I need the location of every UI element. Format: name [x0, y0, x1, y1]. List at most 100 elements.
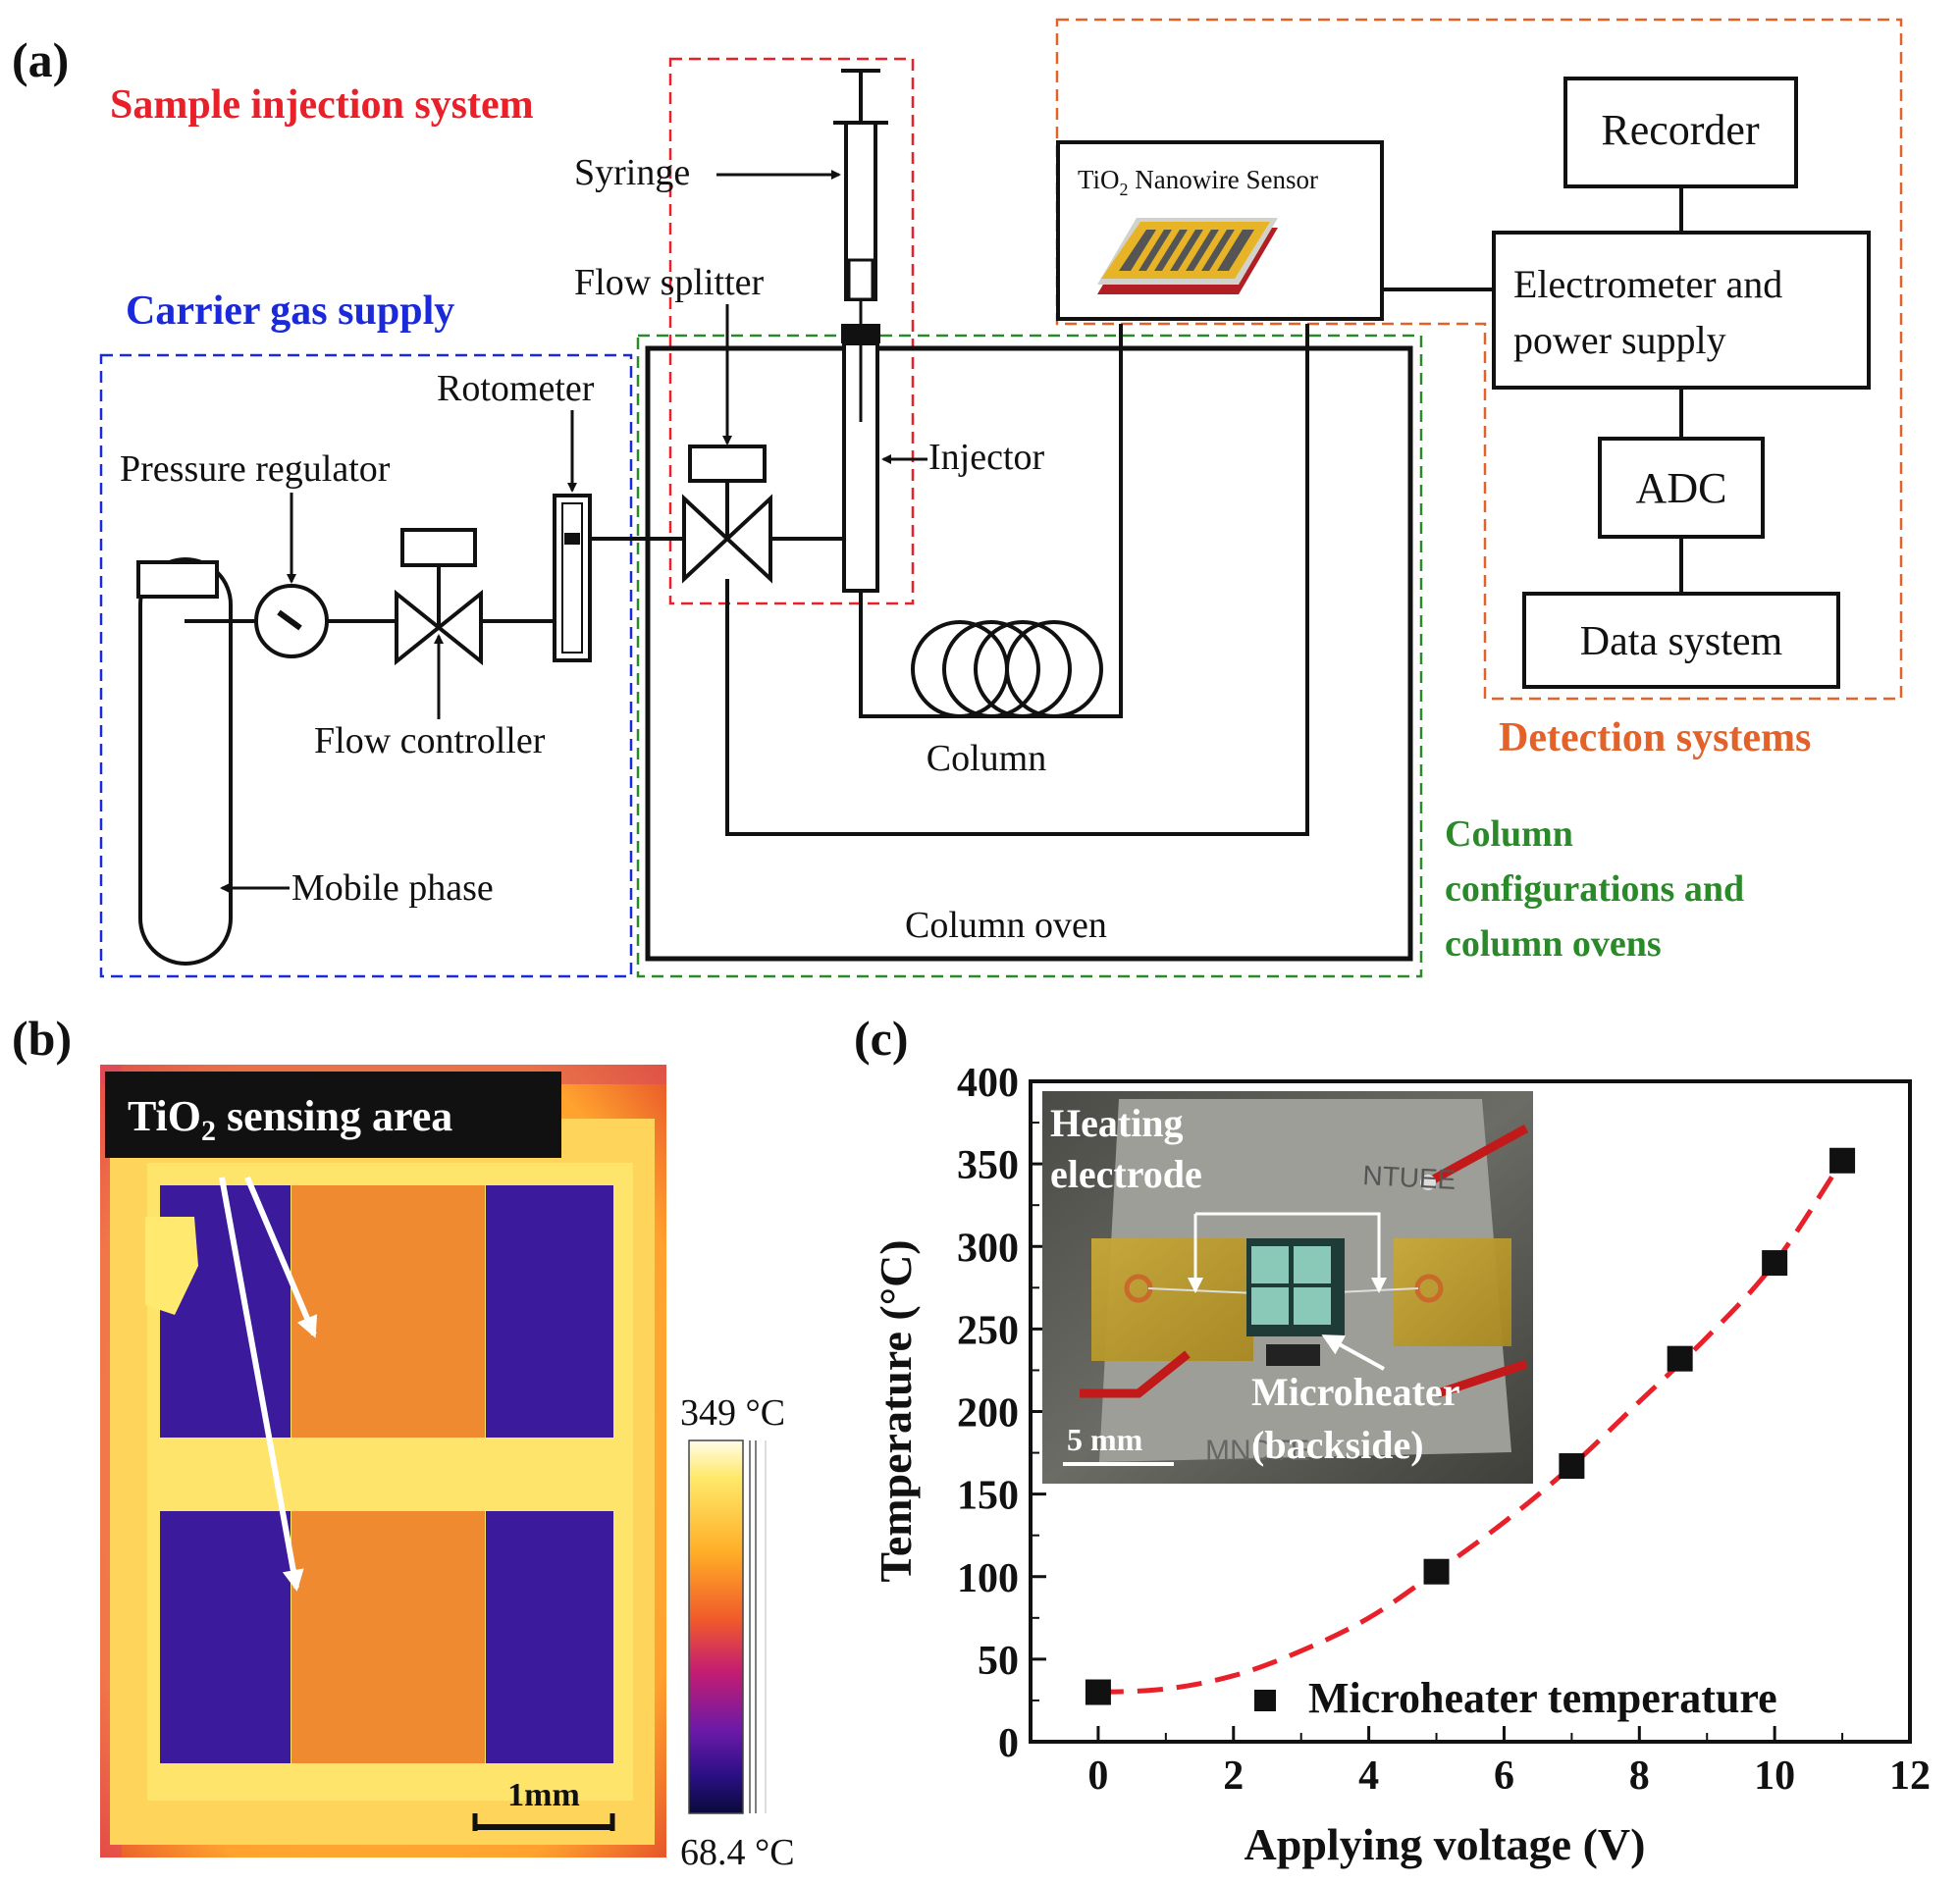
panel-b-label: (b) — [12, 1011, 72, 1066]
inset-micro-label-2: (backside) — [1251, 1423, 1424, 1467]
inset-chip-text: NTUEE — [1362, 1160, 1457, 1195]
y-tick-label: 250 — [957, 1308, 1019, 1353]
legend-label: Microheater temperature — [1308, 1674, 1777, 1722]
heating-electrode-bracket — [1193, 1212, 1381, 1287]
inset-photo: NTUEE MNDTE Heating electrode Microheate… — [1042, 1091, 1533, 1484]
electrometer-box — [1492, 231, 1871, 390]
sensing-arrow-1 — [244, 1176, 318, 1338]
gas-cylinder-icon — [136, 557, 233, 966]
svg-text:MNDTE: MNDTE — [1205, 1435, 1310, 1467]
microheater-arrow — [1321, 1334, 1385, 1371]
y-tick-label: 100 — [957, 1556, 1019, 1601]
scalebar-1mm — [472, 1813, 615, 1831]
pipes — [185, 186, 1683, 836]
data-point — [1667, 1345, 1693, 1372]
fit-curve — [1097, 1159, 1845, 1696]
y-tick-label: 200 — [957, 1391, 1019, 1437]
y-tick-label: 50 — [978, 1639, 1019, 1684]
x-axis-label: Applying voltage (V) — [1245, 1819, 1646, 1869]
column-label: Column — [927, 738, 1046, 779]
data-system-box — [1522, 592, 1840, 689]
mobile-phase-label: Mobile phase — [291, 867, 494, 909]
inset-heating-label-2: electrode — [1050, 1152, 1202, 1196]
legend-marker — [1254, 1690, 1276, 1711]
region-column-box — [636, 334, 1423, 978]
sensing-label-box — [105, 1072, 561, 1158]
inset-micro-label-1: Microheater — [1251, 1370, 1459, 1414]
column-title-1: Column — [1445, 813, 1573, 855]
panel-a: (a) Sample injection system Carrier gas … — [12, 18, 1903, 978]
nanowire-chip-icon — [1097, 218, 1278, 294]
flow-controller-label: Flow controller — [314, 720, 546, 761]
electrode-bottom-right — [486, 1511, 613, 1763]
recorder-box — [1563, 77, 1798, 188]
colorbar — [688, 1439, 744, 1814]
data-point — [1762, 1250, 1788, 1277]
region-detection-box — [1055, 18, 1903, 701]
y-tick-label: 400 — [957, 1061, 1019, 1106]
region-injection-box — [668, 57, 915, 605]
electrometer-label-2: power supply — [1513, 318, 1726, 362]
x-tick-label: 8 — [1629, 1753, 1650, 1799]
adc-box — [1598, 437, 1765, 539]
syringe-icon — [833, 69, 888, 324]
sensing-area-bottom — [291, 1511, 485, 1763]
panel-c: (c) 0 50 100 150 200 250 300 350 400 0 2 4 6 8 10 12 A… — [854, 1011, 1931, 1869]
data-system-label: Data system — [1580, 619, 1783, 664]
rotometer-label: Rotometer — [437, 368, 595, 409]
recorder-label: Recorder — [1601, 106, 1760, 154]
injector-icon — [841, 324, 880, 593]
y-tick-label: 150 — [957, 1474, 1019, 1519]
electrode-top-right — [486, 1185, 613, 1438]
carrier-title: Carrier gas supply — [126, 288, 454, 334]
data-points — [1085, 1147, 1856, 1705]
rotometer-icon — [553, 494, 592, 662]
y-axis: 0 50 100 150 200 250 300 350 400 — [957, 1061, 1046, 1766]
temperature-chart: 0 50 100 150 200 250 300 350 400 0 2 4 6 8 10 12 Apply… — [871, 1061, 1931, 1869]
flow-splitter-label: Flow splitter — [574, 262, 765, 303]
adc-label: ADC — [1636, 464, 1727, 512]
column-oven-label: Column oven — [905, 905, 1107, 946]
pressure-regulator-icon — [254, 584, 329, 658]
column-title-3: column ovens — [1445, 923, 1662, 965]
panel-b: (b) TiO2 sensing area 1mm — [12, 1011, 795, 1873]
data-point — [1085, 1679, 1111, 1705]
y-tick-label: 300 — [957, 1226, 1019, 1271]
column-title-2: configurations and — [1445, 868, 1744, 910]
sensing-label: TiO2 sensing area — [128, 1092, 452, 1147]
detection-title: Detection systems — [1499, 715, 1811, 760]
y-axis-label: Temperature (°C) — [871, 1239, 921, 1582]
electrometer-label-1: Electrometer and — [1513, 262, 1782, 306]
x-tick-label: 4 — [1358, 1753, 1379, 1799]
x-tick-label: 0 — [1087, 1753, 1108, 1799]
sensing-arrow-2 — [219, 1177, 304, 1592]
thermal-image — [100, 1065, 666, 1858]
colorbar-min-label: 68.4 °C — [680, 1832, 795, 1873]
panel-a-label: (a) — [12, 32, 69, 87]
sensor-label: TiO2 Nanowire Sensor — [1078, 165, 1318, 199]
x-axis: 0 2 4 6 8 10 12 — [1087, 1726, 1931, 1799]
scalebar-1mm-label: 1mm — [507, 1777, 580, 1813]
column-coil-icon — [911, 620, 1103, 718]
panel-c-label: (c) — [854, 1011, 909, 1066]
x-tick-label: 12 — [1889, 1753, 1931, 1799]
region-carrier-box — [99, 353, 633, 978]
sensing-area-top — [291, 1185, 485, 1438]
data-point — [1829, 1147, 1856, 1174]
x-tick-label: 2 — [1223, 1753, 1244, 1799]
inset-heating-label-1: Heating — [1050, 1101, 1184, 1145]
flow-splitter-icon — [682, 445, 772, 584]
x-tick-label: 6 — [1494, 1753, 1514, 1799]
syringe-label: Syringe — [574, 152, 690, 193]
flow-controller-icon — [395, 528, 483, 666]
data-point — [1559, 1453, 1585, 1480]
data-point — [1423, 1558, 1450, 1585]
y-tick-label: 0 — [998, 1721, 1019, 1766]
injector-label: Injector — [928, 437, 1045, 478]
x-tick-label: 10 — [1754, 1753, 1795, 1799]
pressure-regulator-label: Pressure regulator — [120, 448, 391, 490]
colorbar-max-label: 349 °C — [680, 1392, 785, 1434]
y-tick-label: 350 — [957, 1143, 1019, 1188]
inset-scalebar-label: 5 mm — [1067, 1422, 1143, 1457]
